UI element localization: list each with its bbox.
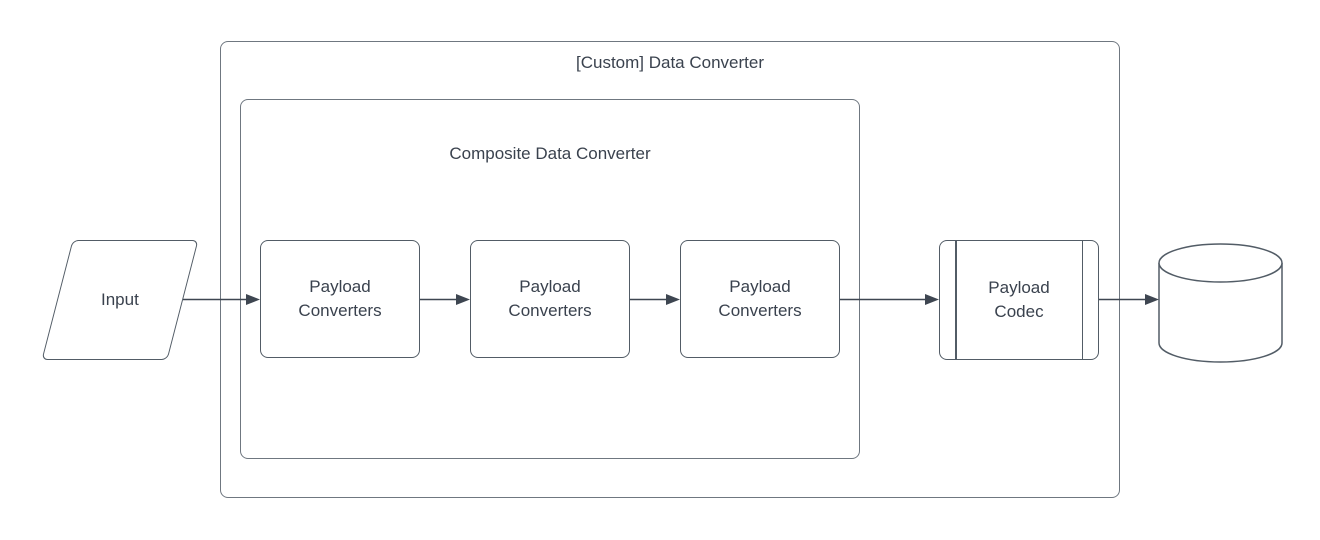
input-node: Input [41,240,199,360]
custom-data-converter-container [220,41,1120,498]
custom-data-converter-label: [Custom] Data Converter [575,53,764,72]
payload-converters-node-2: Payload Converters [470,240,630,358]
payload-converters-node-1: Payload Converters [260,240,420,358]
payload-converters-label-1: Payload Converters [298,277,382,320]
composite-data-converter-label: Composite Data Converter [449,144,651,163]
codec-left-bar [955,241,957,359]
composite-data-converter-container [240,99,860,459]
input-label: Input [101,290,139,309]
codec-right-bar [1081,241,1083,359]
payload-converters-label-3: Payload Converters [718,277,802,320]
cluster-storage-label: Cluster Storage [1161,288,1280,307]
payload-codec-label: Payload Codec [988,278,1050,321]
payload-codec-node: Payload Codec [939,240,1099,360]
payload-converters-label-2: Payload Converters [508,277,592,320]
payload-converters-node-3: Payload Converters [680,240,840,358]
